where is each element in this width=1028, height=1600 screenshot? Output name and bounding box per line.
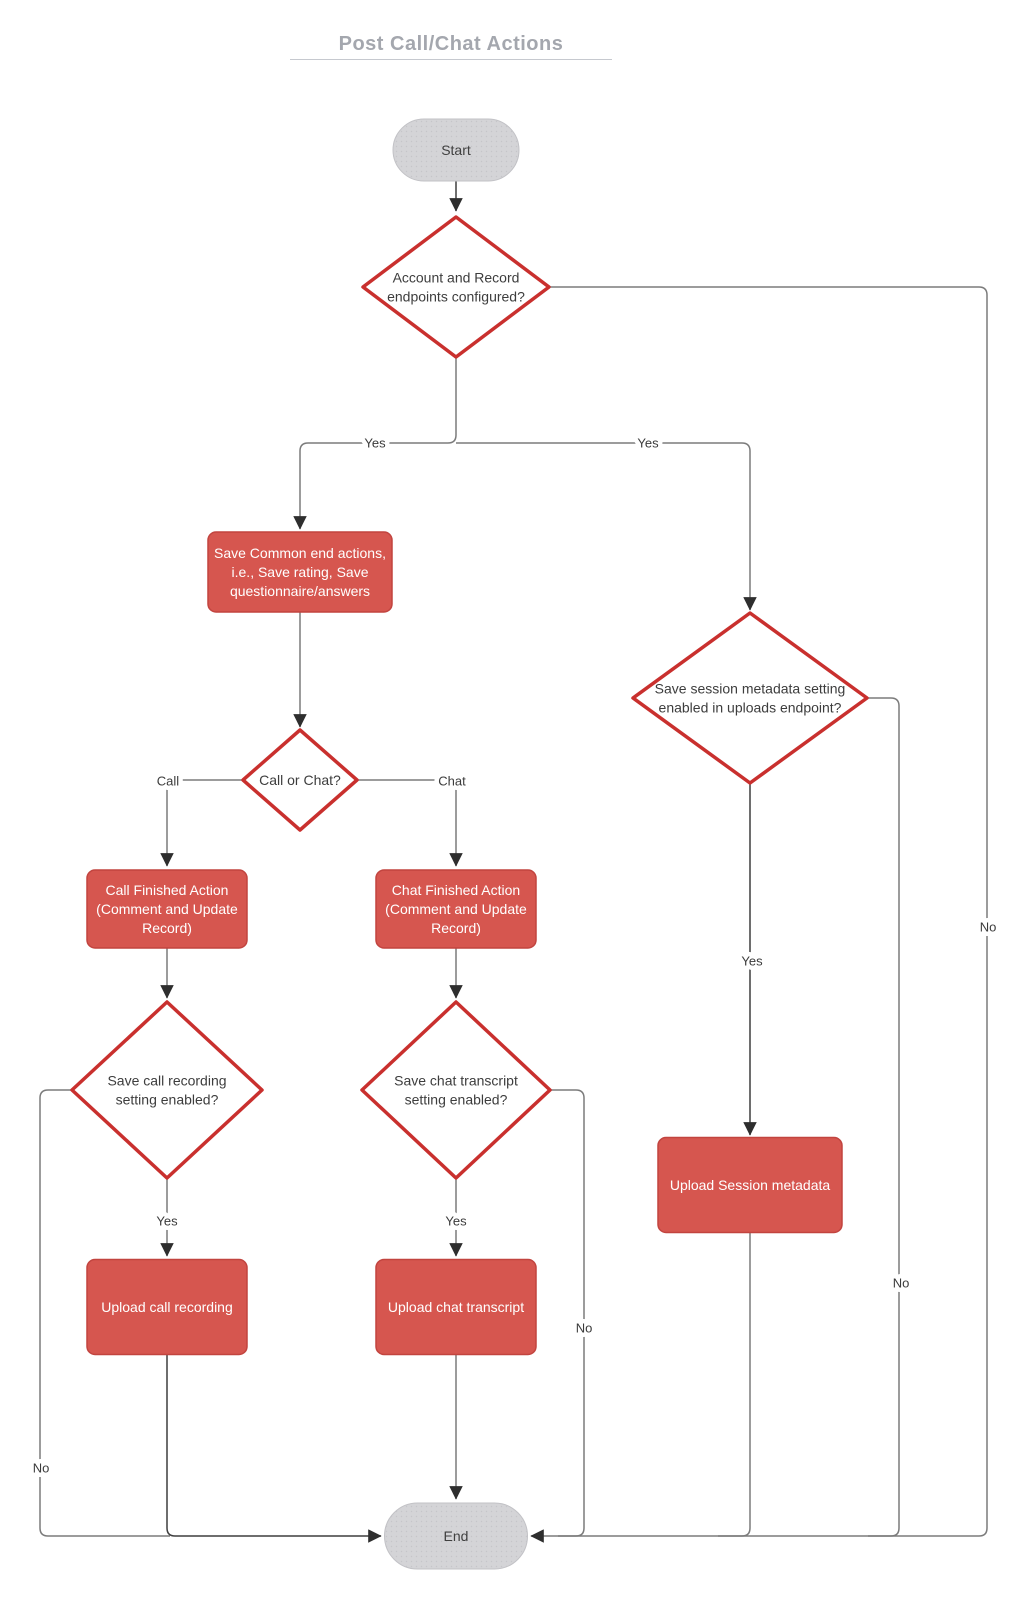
edge-endpoints-no-to-end [530, 286, 988, 1543]
edge-label-recording-check-no-down: No [33, 1461, 50, 1476]
edge-endpoints-yes-to-save-common [293, 357, 457, 530]
node-process-save-common-end-actions: Save Common end actions,i.e., Save ratin… [207, 531, 393, 613]
edge-session-check-no-to-end [867, 697, 900, 1537]
node-label-process-upload-session-metadata: Upload Session metadata [670, 1177, 831, 1193]
node-label-start: Start [441, 142, 471, 158]
title-underline [290, 59, 612, 60]
node-label-end: End [444, 1528, 469, 1544]
node-process-upload-call-recording: Upload call recording [86, 1258, 248, 1356]
node-process-upload-chat-transcript: Upload chat transcript [375, 1258, 537, 1356]
node-label-process-upload-call-recording: Upload call recording [101, 1299, 233, 1315]
edge-chat-branch [357, 779, 463, 867]
node-label-process-upload-chat-transcript: Upload chat transcript [388, 1299, 524, 1315]
edge-recording-check-no-down [39, 1089, 170, 1537]
edge-label-endpoints-no-to-end: No [980, 920, 997, 935]
edge-label-call-branch: Call [157, 774, 180, 789]
edge-label-recording-check-yes-to-upload-call: Yes [156, 1214, 178, 1229]
edge-chat-transcript-no-to-end [550, 1089, 585, 1537]
node-label-decision-call-or-chat: Call or Chat? [259, 772, 341, 788]
node-start: Start [392, 118, 520, 182]
edge-label-chat-transcript-no-to-end: No [576, 1321, 593, 1336]
edge-label-session-check-yes-to-upload-session: Yes [741, 954, 763, 969]
node-decision-call-or-chat: Call or Chat? [241, 728, 359, 832]
edge-layer [39, 181, 988, 1543]
edge-label-endpoints-yes-to-session-check: Yes [637, 436, 659, 451]
node-label-process-save-common-end-actions: Save Common end actions,i.e., Save ratin… [214, 545, 386, 599]
edge-label-session-check-no-to-end: No [893, 1276, 910, 1291]
edge-label-chat-branch: Chat [438, 774, 466, 789]
edge-call-branch [160, 779, 243, 867]
node-end: End [384, 1502, 528, 1570]
edge-label-transcript-check-yes-to-upload-chat: Yes [445, 1214, 467, 1229]
edge-upload-session-to-end [718, 1233, 751, 1537]
node-process-upload-session-metadata: Upload Session metadata [657, 1136, 843, 1234]
edge-endpoints-yes-to-session-check [456, 442, 757, 611]
edge-label-endpoints-yes-to-save-common: Yes [364, 436, 386, 451]
edge-upload-call-to-end [166, 1355, 382, 1543]
diagram-title: Post Call/Chat Actions [338, 33, 564, 55]
